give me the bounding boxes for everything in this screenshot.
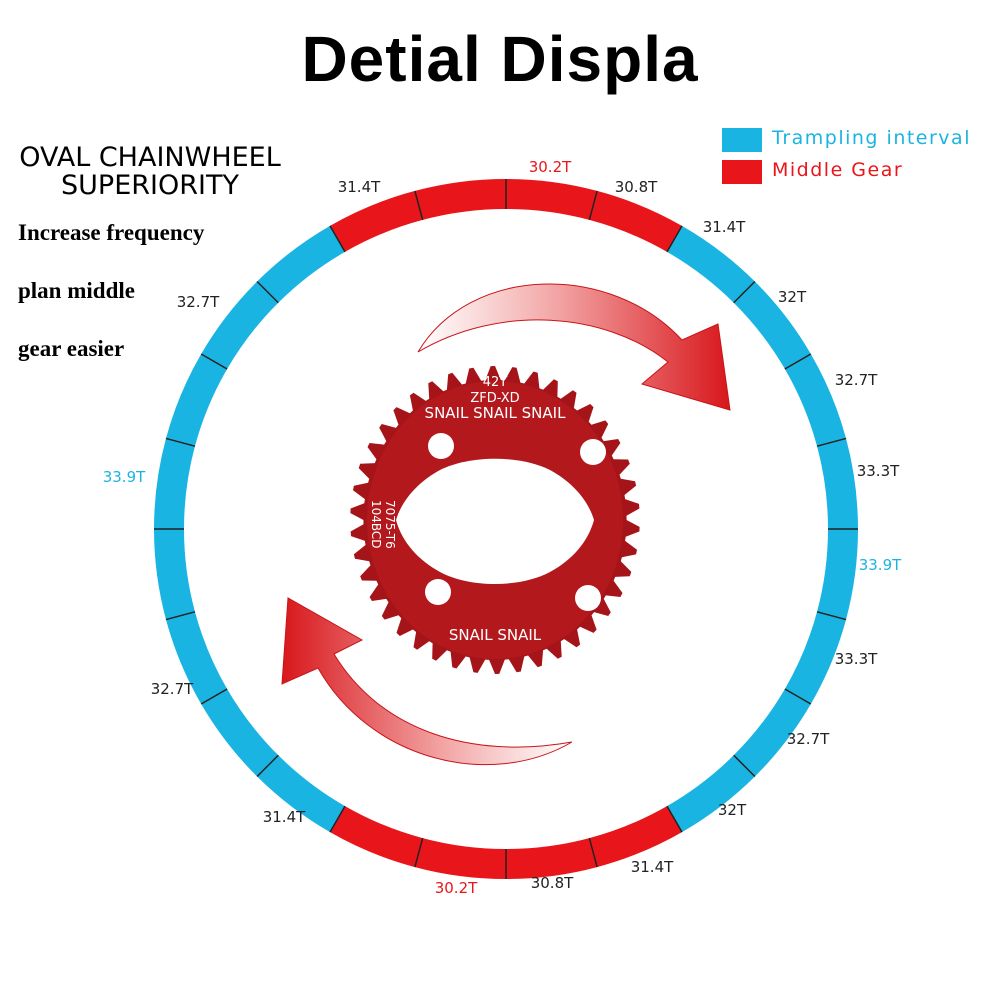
ring-divider <box>784 353 812 370</box>
ring-divider <box>733 280 756 304</box>
ring-divider <box>165 611 196 621</box>
chainring-model-label: ZFD-XD <box>470 391 519 406</box>
ring-divider <box>200 353 228 370</box>
ring-divider <box>588 837 598 868</box>
tooth-label: 31.4T <box>703 218 746 236</box>
ring <box>154 179 858 879</box>
tooth-label: 32T <box>718 801 747 819</box>
ring-segment-trampling <box>733 281 811 369</box>
tooth-label: 33.9T <box>103 468 146 486</box>
tooth-label: 32T <box>778 288 807 306</box>
ring-segment-trampling <box>201 689 279 777</box>
chainring-bolt-hole <box>575 585 601 611</box>
tooth-label: 32.7T <box>151 680 194 698</box>
ring-divider <box>666 225 683 253</box>
tooth-label: 33.3T <box>835 650 878 668</box>
ring-segment-trampling <box>817 529 858 620</box>
tooth-label: 30.2T <box>529 158 572 176</box>
tooth-labels: 30.2T 30.8T 31.4T 32T 32.7T 33.3T 33.9T 33.3T 32… <box>103 158 902 897</box>
chainring-icon: 42T ZFD-XD SNAIL SNAIL SNAIL SNAIL SNAIL… <box>350 366 640 674</box>
tooth-label: 31.4T <box>263 808 306 826</box>
ring-divider <box>165 437 196 447</box>
ring-segment-trampling <box>733 689 811 777</box>
ring-segment-trampling <box>667 755 755 833</box>
rotation-arrow-top-icon <box>417 283 731 411</box>
ring-divider <box>414 190 424 221</box>
tooth-label: 31.4T <box>338 178 381 196</box>
ring-segment-trampling <box>667 225 755 303</box>
chainring-teeth-label: 42T <box>483 375 508 390</box>
page-title: Detial Displa <box>301 23 699 95</box>
ring-segment-middle <box>414 838 506 879</box>
heading: OVAL CHAINWHEEL SUPERIORITY <box>0 144 300 200</box>
ring-segment-trampling <box>817 438 858 529</box>
ring-divider <box>816 611 847 621</box>
ring-segment-trampling <box>784 354 847 447</box>
tooth-label: 32.7T <box>787 730 830 748</box>
ring-segment-trampling <box>154 438 195 529</box>
legend-swatch-middle <box>722 160 762 184</box>
rotation-arrow-bottom-icon <box>281 597 573 766</box>
legend-label-middle: Middle Gear <box>772 159 904 181</box>
description-line-1: Increase frequency <box>18 220 205 245</box>
chainring-material-label: 7075-T6 <box>383 500 397 549</box>
ring-segment-trampling <box>257 755 345 833</box>
chainring-bcd-label: 104BCD <box>369 500 383 549</box>
legend-swatch-trampling <box>722 128 762 152</box>
ring-segment-middle <box>414 179 506 220</box>
ring-divider <box>256 754 279 778</box>
ring-segment-trampling <box>165 611 228 704</box>
ring-segment-middle <box>330 190 423 252</box>
tooth-label: 31.4T <box>631 858 674 876</box>
tooth-label: 30.8T <box>615 178 658 196</box>
ring-divider <box>666 805 683 833</box>
description-line-3: gear easier <box>18 336 125 361</box>
legend-label-trampling: Trampling interval <box>772 127 971 149</box>
tooth-label: 30.2T <box>435 879 478 897</box>
ring-dividers <box>154 179 858 879</box>
chainring-bolt-hole <box>580 439 606 465</box>
heading-line-2: SUPERIORITY <box>61 170 239 201</box>
tooth-label: 33.9T <box>859 556 902 574</box>
description-line-2: plan middle <box>18 278 135 303</box>
ring-divider <box>414 837 424 868</box>
tooth-label: 32.7T <box>835 371 878 389</box>
ring-segment-middle <box>589 806 682 868</box>
ring-segment-trampling <box>154 529 195 620</box>
ring-divider <box>256 280 279 304</box>
ring-divider <box>329 225 346 253</box>
ring-segment-middle <box>330 806 423 868</box>
ring-divider <box>733 754 756 778</box>
chainring-brand-bottom-label: SNAIL SNAIL <box>449 626 542 644</box>
ring-segment-trampling <box>165 354 228 447</box>
ring-segment-middle <box>589 190 682 252</box>
ring-divider <box>329 805 346 833</box>
heading-line-1: OVAL CHAINWHEEL <box>19 142 281 173</box>
ring-segment-trampling <box>201 281 279 369</box>
ring-divider <box>784 688 812 705</box>
ring-segment-middle <box>506 838 598 879</box>
ring-divider <box>588 190 598 221</box>
tooth-label: 33.3T <box>857 462 900 480</box>
ring-divider <box>200 688 228 705</box>
chainring-spider-cutout <box>396 458 594 584</box>
ring-segment-trampling <box>257 225 345 303</box>
ring-divider <box>816 437 847 447</box>
tooth-label: 32.7T <box>177 293 220 311</box>
ring-segment-middle <box>506 179 598 220</box>
chainring-bolt-hole <box>425 579 451 605</box>
tooth-label: 30.8T <box>531 874 574 892</box>
chainring-bolt-hole <box>428 433 454 459</box>
chainring-brand-label: SNAIL SNAIL SNAIL <box>425 404 567 422</box>
ring-segment-trampling <box>784 611 847 704</box>
